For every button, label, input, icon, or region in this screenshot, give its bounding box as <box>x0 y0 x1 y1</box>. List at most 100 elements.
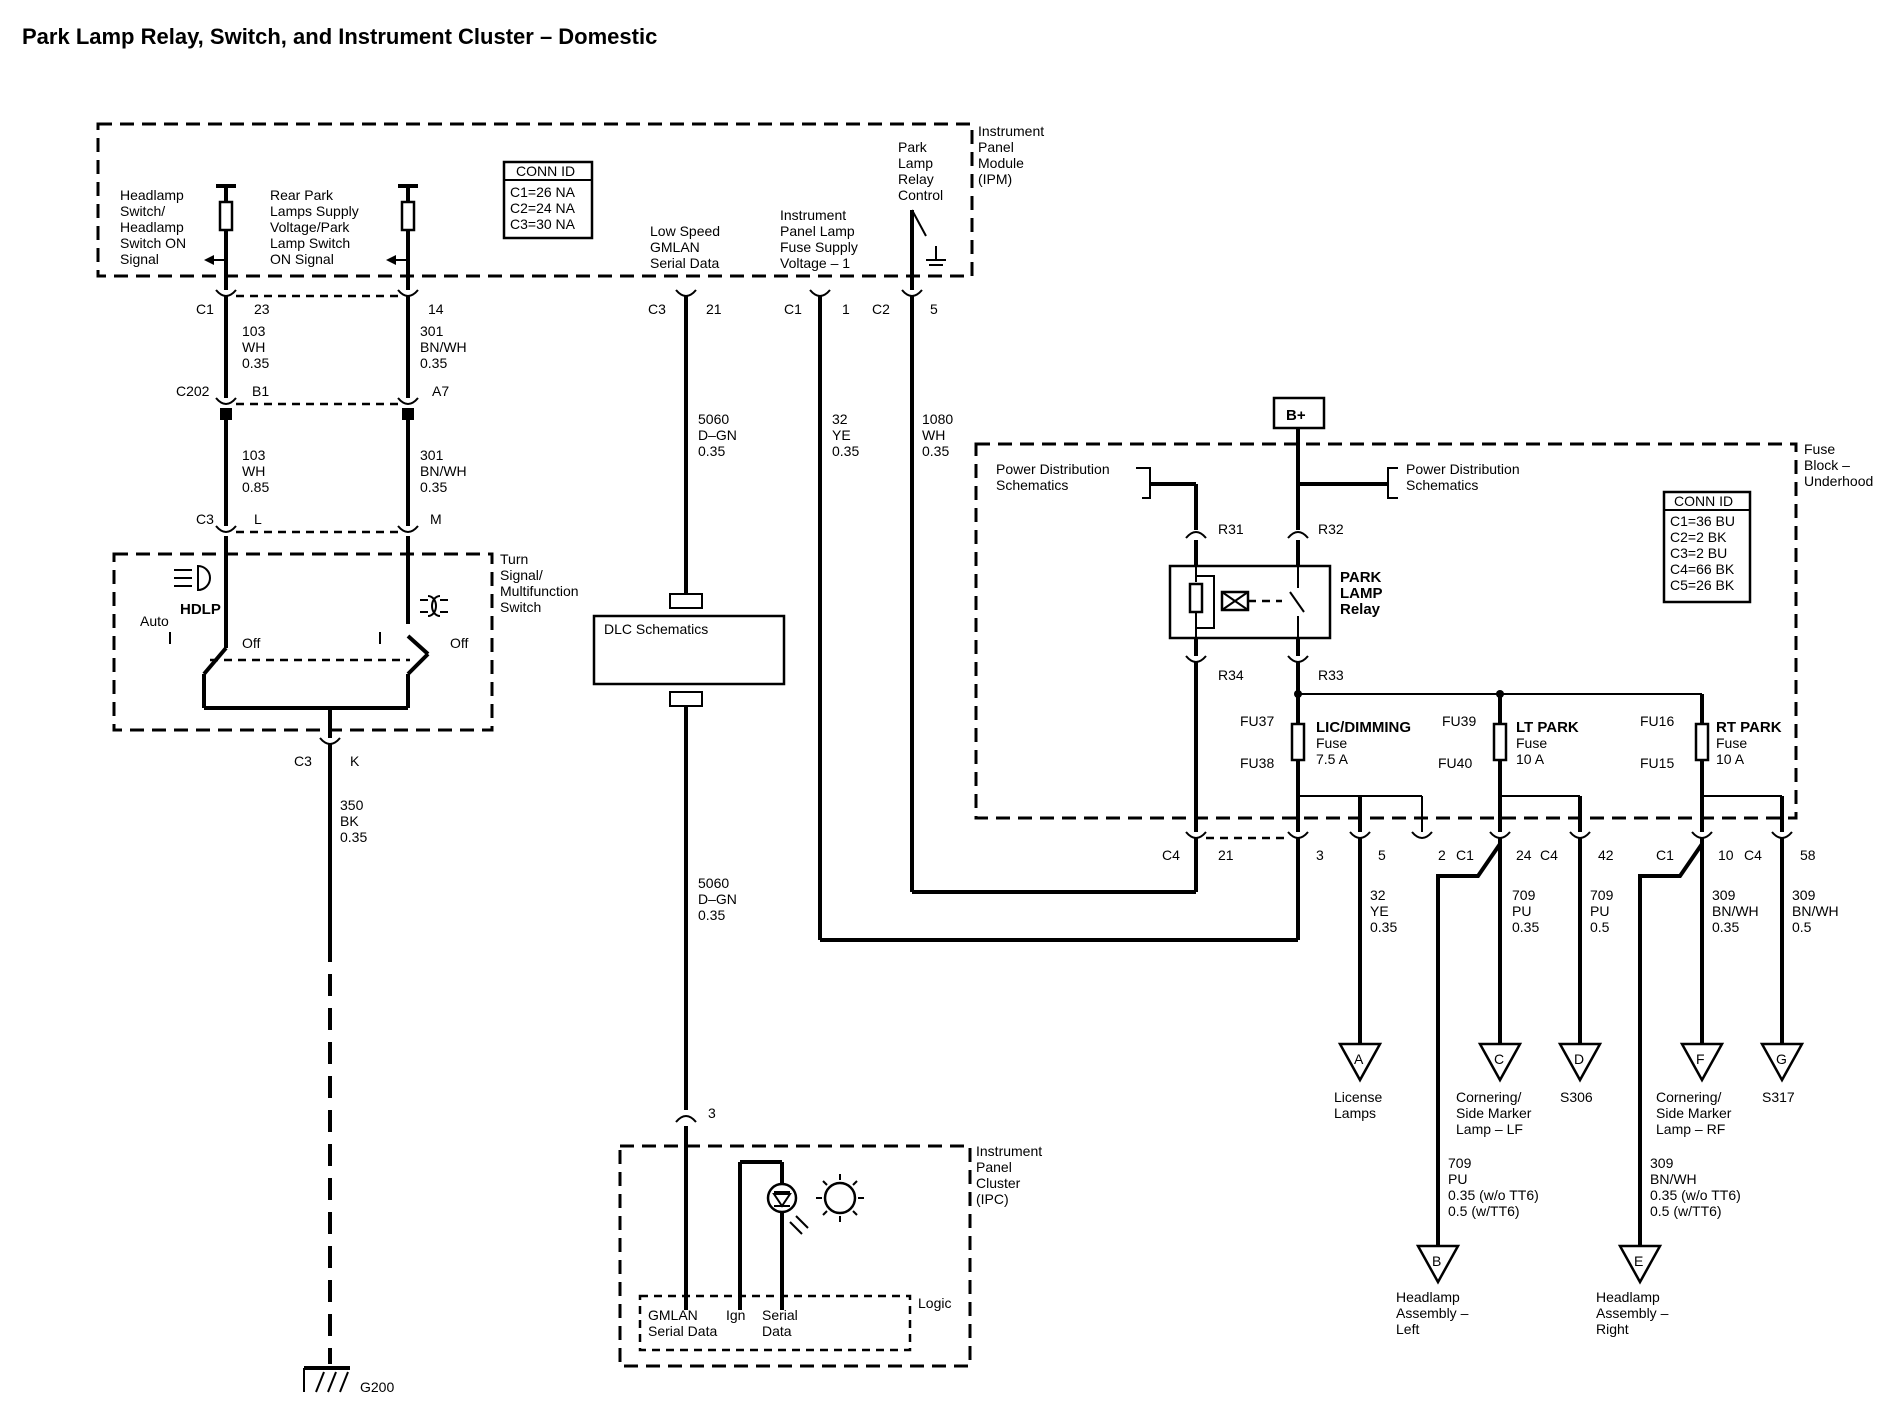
ipm-module: Instrument Panel Module (IPM) CONN ID C1… <box>96 122 1044 290</box>
svg-text:Cornering/: Cornering/ <box>1456 1089 1521 1105</box>
svg-text:0.35: 0.35 <box>420 479 447 495</box>
ipm-to-fuse-block-wires: 32 YE 0.35 1080 WH 0.35 <box>818 296 1298 942</box>
svg-text:Headlamp: Headlamp <box>120 219 184 235</box>
destination-f[interactable]: F Cornering/ Side Marker Lamp – RF <box>1656 1042 1732 1137</box>
svg-text:0.35: 0.35 <box>832 443 859 459</box>
destination-d[interactable]: D S306 <box>1557 1042 1603 1105</box>
svg-text:Logic: Logic <box>918 1295 951 1311</box>
destination-g[interactable]: G S317 <box>1759 1042 1805 1105</box>
svg-text:FU15: FU15 <box>1640 755 1674 771</box>
svg-text:0.35: 0.35 <box>1370 919 1397 935</box>
svg-text:LIC/DIMMING: LIC/DIMMING <box>1316 719 1411 736</box>
svg-text:Lamp: Lamp <box>898 155 933 171</box>
svg-text:YE: YE <box>832 427 851 443</box>
ipm-label: Instrument Panel Module (IPM) <box>978 123 1044 187</box>
svg-text:1080: 1080 <box>922 411 953 427</box>
ipc-label: Instrument Panel Cluster (IPC) <box>976 1143 1042 1207</box>
destination-b[interactable]: B Headlamp Assembly – Left <box>1396 1244 1469 1337</box>
svg-text:103: 103 <box>242 323 266 339</box>
destination-c[interactable]: C Cornering/ Side Marker Lamp – LF <box>1456 1042 1532 1137</box>
svg-text:BN/WH: BN/WH <box>420 339 467 355</box>
relay-control-switch <box>910 209 946 290</box>
svg-text:32: 32 <box>1370 887 1386 903</box>
rear-park-signal-label: Rear Park Lamps Supply Voltage/Park Lamp… <box>270 187 359 267</box>
svg-text:301: 301 <box>420 323 444 339</box>
svg-text:Power Distribution: Power Distribution <box>1406 461 1520 477</box>
svg-text:0.35: 0.35 <box>420 355 447 371</box>
svg-text:M: M <box>430 511 442 527</box>
svg-text:309: 309 <box>1650 1155 1674 1171</box>
svg-text:Panel: Panel <box>976 1159 1012 1175</box>
svg-text:D–GN: D–GN <box>698 891 737 907</box>
svg-text:Fuse: Fuse <box>1716 735 1747 751</box>
svg-text:Serial: Serial <box>762 1307 798 1323</box>
svg-text:Serial Data: Serial Data <box>650 255 719 271</box>
svg-text:Instrument: Instrument <box>780 207 846 223</box>
destination-a[interactable]: A License Lamps <box>1334 1042 1382 1121</box>
svg-text:C3=30 NA: C3=30 NA <box>510 216 576 232</box>
svg-text:Headlamp: Headlamp <box>1596 1289 1660 1305</box>
ipm-resistor-right <box>386 184 418 290</box>
svg-text:0.35: 0.35 <box>242 355 269 371</box>
svg-text:Ign: Ign <box>726 1307 745 1323</box>
multifunction-switch: Turn Signal/ Multifunction Switch HDLP A… <box>112 536 579 738</box>
svg-text:42: 42 <box>1598 847 1614 863</box>
svg-text:BN/WH: BN/WH <box>1650 1171 1697 1187</box>
svg-text:Lamp – LF: Lamp – LF <box>1456 1121 1523 1137</box>
svg-text:S306: S306 <box>1560 1089 1593 1105</box>
svg-text:E: E <box>1634 1253 1643 1269</box>
svg-text:Serial Data: Serial Data <box>648 1323 717 1339</box>
svg-text:0.5 (w/TT6): 0.5 (w/TT6) <box>1650 1203 1722 1219</box>
gmlan-circuit: 5060 D–GN 0.35 DLC Schematics 5060 D–GN … <box>592 296 786 1123</box>
svg-text:C: C <box>1494 1051 1504 1067</box>
svg-text:LT PARK: LT PARK <box>1516 719 1579 736</box>
svg-text:709: 709 <box>1448 1155 1472 1171</box>
svg-text:FU39: FU39 <box>1442 713 1476 729</box>
svg-text:BN/WH: BN/WH <box>1792 903 1839 919</box>
svg-text:Underhood: Underhood <box>1804 473 1873 489</box>
dlc-schematics-box[interactable] <box>592 614 786 686</box>
page-title: Park Lamp Relay, Switch, and Instrument … <box>22 24 657 49</box>
svg-text:Fuse: Fuse <box>1516 735 1547 751</box>
svg-text:A7: A7 <box>432 383 449 399</box>
headlamp-signal-label: Headlamp Switch/ Headlamp Switch ON Sign… <box>120 187 186 267</box>
power-distribution-ref-left[interactable]: Power Distribution Schematics <box>996 461 1196 499</box>
svg-text:21: 21 <box>1218 847 1234 863</box>
svg-text:FU40: FU40 <box>1438 755 1472 771</box>
svg-text:K: K <box>350 753 360 769</box>
svg-text:0.35: 0.35 <box>922 443 949 459</box>
svg-text:L: L <box>254 511 262 527</box>
svg-text:A: A <box>1354 1051 1364 1067</box>
svg-text:32: 32 <box>832 411 848 427</box>
fuse-rt-park: FU16 FU15 RT PARK Fuse 10 A <box>1640 713 1782 832</box>
svg-text:GMLAN: GMLAN <box>650 239 700 255</box>
ip-lamp-label: Instrument Panel Lamp Fuse Supply Voltag… <box>780 207 858 271</box>
svg-text:7.5 A: 7.5 A <box>1316 751 1349 767</box>
svg-text:Panel: Panel <box>978 139 1014 155</box>
svg-text:0.35: 0.35 <box>698 443 725 459</box>
svg-text:(IPM): (IPM) <box>978 171 1012 187</box>
svg-text:Fuse: Fuse <box>1804 441 1835 457</box>
svg-text:D–GN: D–GN <box>698 427 737 443</box>
svg-text:RT PARK: RT PARK <box>1716 719 1782 736</box>
svg-text:3: 3 <box>708 1105 716 1121</box>
svg-text:C1: C1 <box>784 301 802 317</box>
svg-text:Rear Park: Rear Park <box>270 187 334 203</box>
svg-text:C2=2 BK: C2=2 BK <box>1670 529 1727 545</box>
battery-positive: B+ <box>1272 396 1326 530</box>
relay-control-label: Park Lamp Relay Control <box>898 139 943 203</box>
svg-text:Power Distribution: Power Distribution <box>996 461 1110 477</box>
svg-text:Relay: Relay <box>1340 601 1381 618</box>
svg-text:Cornering/: Cornering/ <box>1656 1089 1721 1105</box>
svg-text:0.35: 0.35 <box>1512 919 1539 935</box>
dlc-schematics-link[interactable]: DLC Schematics <box>604 621 708 637</box>
power-distribution-ref-right[interactable]: Power Distribution Schematics <box>1298 461 1520 499</box>
destination-e[interactable]: E Headlamp Assembly – Right <box>1596 1244 1669 1337</box>
svg-text:Instrument: Instrument <box>978 123 1044 139</box>
svg-text:Relay: Relay <box>898 171 934 187</box>
svg-text:Right: Right <box>1596 1321 1629 1337</box>
svg-text:FU16: FU16 <box>1640 713 1674 729</box>
svg-text:WH: WH <box>242 339 265 355</box>
svg-text:R31: R31 <box>1218 521 1244 537</box>
